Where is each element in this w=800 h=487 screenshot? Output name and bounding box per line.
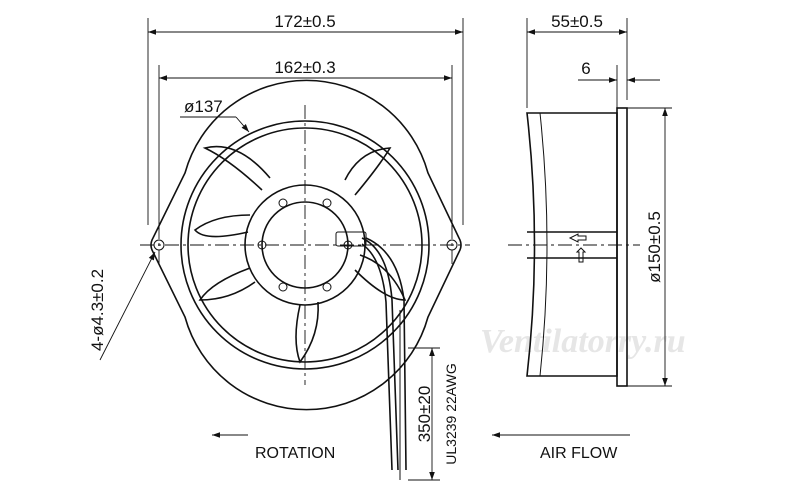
dim-flange-thickness-label: 6 xyxy=(581,59,590,78)
dim-venturi-diameter: ø137 xyxy=(180,97,250,133)
dim-venturi-diameter-label: ø137 xyxy=(184,97,223,116)
dim-overall-width-label: 172±0.5 xyxy=(274,12,335,31)
dim-depth-label: 55±0.5 xyxy=(551,12,603,31)
fan-frame-outline xyxy=(150,79,462,411)
rotation-indicator: ROTATION xyxy=(212,432,335,462)
dim-outer-diameter-label: ø150±0.5 xyxy=(645,211,664,283)
dim-flange-thickness: 6 xyxy=(578,59,660,108)
dim-lead-length: 350±20 UL3239 22AWG xyxy=(408,347,459,481)
rotation-arrow-icon xyxy=(575,247,587,263)
side-view xyxy=(508,107,640,387)
rotation-label: ROTATION xyxy=(255,445,335,462)
dim-hole-spacing: 162±0.3 xyxy=(158,58,453,230)
dim-mounting-holes-label: 4-ø4.3±0.2 xyxy=(88,269,107,351)
airflow-indicator: AIR FLOW xyxy=(492,432,630,462)
dim-hole-spacing-label: 162±0.3 xyxy=(274,58,335,77)
air-flow-label: AIR FLOW xyxy=(540,445,618,462)
dim-outer-diameter: ø150±0.5 xyxy=(627,107,672,387)
dim-lead-length-label: 350±20 xyxy=(415,386,434,443)
front-view xyxy=(140,79,470,480)
fan-blades xyxy=(193,145,407,364)
dim-mounting-holes: 4-ø4.3±0.2 xyxy=(88,251,156,361)
wire-spec-label: UL3239 22AWG xyxy=(443,363,459,464)
side-body-outline xyxy=(526,112,618,377)
side-flange xyxy=(616,107,628,387)
dim-depth: 55±0.5 xyxy=(526,12,628,108)
lead-wires xyxy=(335,231,407,480)
dim-overall-width: 172±0.5 xyxy=(147,12,464,225)
watermark-text: Ventilatorry.ru xyxy=(480,323,686,360)
airflow-arrow-icon xyxy=(568,233,587,243)
